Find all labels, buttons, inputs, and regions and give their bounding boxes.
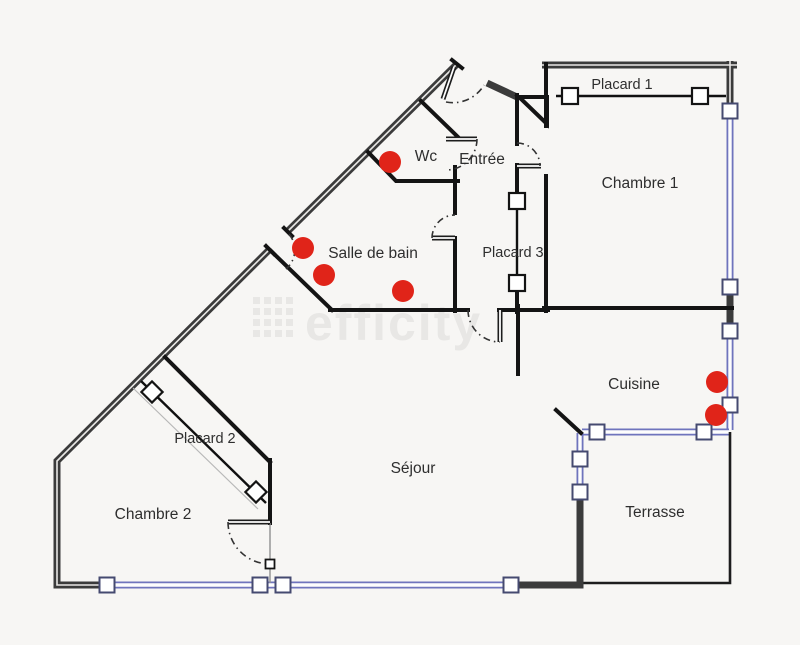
window-handle (571, 450, 589, 468)
photo-marker-sdb-2 (313, 264, 335, 286)
window-handle (721, 102, 739, 120)
window-handle (721, 396, 739, 414)
room-labels: Placard 1 Chambre 1 Wc Entrée Salle de b… (115, 77, 685, 523)
photo-markers (292, 151, 728, 426)
wall-sejour-terrasse (504, 489, 584, 589)
door-swings (227, 66, 541, 565)
room-label-placard1: Placard 1 (591, 77, 652, 93)
room-label-chambre1: Chambre 1 (602, 175, 679, 192)
wall-terrasse (577, 432, 732, 585)
room-label-placard2: Placard 2 (174, 431, 235, 447)
window-handle (274, 576, 292, 594)
window-handle (502, 576, 520, 594)
room-label-terrasse: Terrasse (625, 504, 684, 521)
window-handle (695, 423, 713, 441)
photo-marker-sdb-1 (292, 237, 314, 259)
window-handle (721, 322, 739, 340)
photo-marker-sdb-3 (392, 280, 414, 302)
wall-sdb-southwest (268, 248, 335, 313)
door-arc-sdb-hall (431, 214, 456, 239)
window-handle (721, 278, 739, 296)
room-label-entree: Entrée (459, 151, 505, 168)
wall-wc-south (365, 149, 460, 183)
sliding-door-placard2 (140, 380, 267, 504)
terrace-walls (577, 432, 732, 585)
photo-marker-cuisine-1 (706, 371, 728, 393)
photo-marker-cuisine-2 (705, 404, 727, 426)
door-arc-chambre2 (227, 521, 271, 565)
wall-placard2-inner (162, 354, 273, 465)
closet-handle-placard2 (139, 379, 165, 405)
outer-walls (53, 61, 737, 589)
window-handle (571, 483, 589, 501)
window-handle (251, 576, 269, 594)
room-label-salle-de-bain: Salle de bain (328, 245, 418, 262)
jamb-tick-2 (263, 243, 277, 257)
door-arc-sejour (467, 309, 501, 343)
wall-entry (485, 79, 519, 101)
watermark-dots-logo (253, 297, 293, 337)
room-label-wc: Wc (415, 148, 438, 165)
wall-cuisine-corner (553, 407, 584, 436)
window-handles (98, 102, 739, 594)
wall-diagonal-top-core (287, 63, 458, 232)
door-arc-wc (445, 138, 478, 171)
wall-wc-northeast (418, 98, 461, 140)
window-handle (588, 423, 606, 441)
door-leaf-entry-core (442, 66, 455, 100)
door-pivot-chambre2 (264, 558, 276, 570)
sliding-doors (132, 94, 726, 583)
closet-handle-placard3 (507, 191, 527, 211)
jamb-tick-1 (281, 225, 295, 239)
closet-handles (139, 86, 710, 570)
closet-handle-placard2 (243, 479, 269, 505)
door-arc-corridor (516, 142, 541, 167)
door-arc-entry (445, 84, 485, 104)
room-label-placard3: Placard 3 (482, 245, 543, 261)
closet-handle-placard1 (690, 86, 710, 106)
windows (108, 112, 734, 589)
sliding-track-placard2 (132, 387, 259, 510)
closet-handle-placard3 (507, 273, 527, 293)
wall-diagonal-left-core (56, 248, 271, 586)
watermark-text: efficity (305, 295, 482, 351)
photo-marker-wc (379, 151, 401, 173)
room-label-sejour: Séjour (391, 460, 436, 477)
wall-corner-triangle (514, 95, 549, 129)
room-label-chambre2: Chambre 2 (115, 506, 192, 523)
watermark: efficity (253, 295, 482, 351)
closet-handle-placard1 (560, 86, 580, 106)
window-handle (98, 576, 116, 594)
jamb-tick-3 (449, 57, 465, 71)
room-label-cuisine: Cuisine (608, 376, 660, 393)
inner-walls (162, 57, 734, 525)
